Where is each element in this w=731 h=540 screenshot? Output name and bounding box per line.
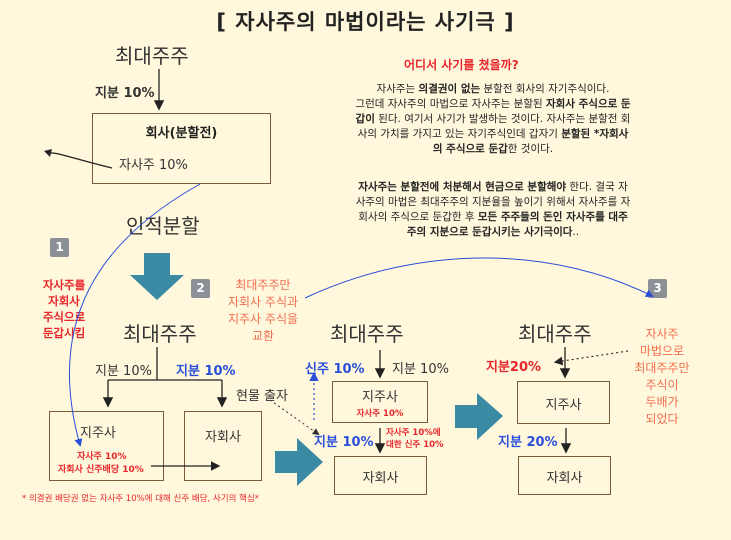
treasury-curve-arrowhead <box>44 149 52 157</box>
step3-stake-lower: 지분 20% <box>498 435 558 450</box>
middle-owner-label: 최대주주 <box>330 322 404 346</box>
step3-holding-box: 지주사 <box>517 381 610 424</box>
middle-new-shares: 신주 10% <box>305 362 365 377</box>
explain-paragraph-1: 자사주는 의결권이 없는 분할전 회사의 자기주식이다. 그런데 자사주의 마법… <box>318 82 668 157</box>
in-kind-dotted-arrow <box>269 399 320 436</box>
company-box-treasury: 자사주 10% <box>119 158 188 173</box>
step2-badge: 2 <box>191 279 210 298</box>
split-label: 인적분할 <box>126 214 200 238</box>
step3-note-line: 최대주주만 <box>634 361 690 375</box>
company-box-title: 회사(분할전) <box>145 126 218 141</box>
step2-subsidiary-box-title: 자회사 <box>205 430 241 445</box>
explain-line: 사의 가치를 가지고 있는 자기주식인데 갑자기 분할된 *자회사 <box>357 128 629 140</box>
step1-note-line: 자사주를 <box>42 278 86 292</box>
step2-owner-label: 최대주주 <box>123 322 197 346</box>
step1-blue-curve <box>68 183 201 447</box>
explain-line: 자사주는 분할전에 처분해서 현금으로 분할해야 한다. 결국 자 <box>358 181 628 193</box>
step3-note-dotted-arrow <box>553 350 629 366</box>
explain-line: 그런데 자사주의 마법으로 자사주는 분할된 자회사 주식으로 둔 <box>355 98 631 110</box>
step3-subsidiary-box: 자회사 <box>518 456 611 495</box>
explain-line: 갑이 된다. 여기서 사기가 발생하는 것이다. 자사주는 분할전 회 <box>355 113 631 125</box>
top-stake-label: 지분 10% <box>95 86 155 101</box>
in-kind-contribution-label: 현물 출자 <box>236 389 288 404</box>
explain-line: 자사주는 의결권이 없는 분할전 회사의 자기주식이다. <box>376 83 610 95</box>
step2-note-line: 최대주주만 <box>235 278 291 292</box>
step2-holding-box: 지주사 자사주 10% 자회사 신주배당 10% <box>49 411 164 481</box>
split-down-arrow <box>130 253 184 300</box>
step3-note-line: 마법으로 <box>639 344 685 358</box>
middle-new-share-note-line: 자사주 10%에 <box>386 428 441 438</box>
step2-stake-right: 지분 10% <box>176 364 236 379</box>
step3-note-line: 주식이 <box>645 378 679 392</box>
explain-paragraph-2: 자사주는 분할전에 처분해서 현금으로 분할해야 한다. 결국 자 사주의 마법… <box>318 180 668 240</box>
step2-holding-box-treasury: 자사주 10% <box>77 452 127 462</box>
middle-subsidiary-box-title: 자회사 <box>362 471 399 486</box>
top-owner-label: 최대주주 <box>115 44 189 68</box>
step3-holding-box-title: 지주사 <box>545 398 582 413</box>
middle-subsidiary-box: 자회사 <box>334 456 427 495</box>
explain-heading: 어디서 사기를 쳤을까? <box>404 58 519 72</box>
middle-stake-lower: 지분 10% <box>314 435 374 450</box>
step3-owner-label: 최대주주 <box>518 322 592 346</box>
step3-note-line: 자사주 <box>645 327 679 341</box>
middle-holding-box: 지주사 자사주 10% <box>332 381 428 423</box>
middle-holding-box-title: 지주사 <box>362 390 398 405</box>
step2-note-line: 교환 <box>251 329 275 343</box>
explain-line: 의 주식으로 둔갑한 것이다. <box>432 143 554 155</box>
step1-note-line: 주식으로 <box>42 310 86 324</box>
step1-badge: 1 <box>50 238 69 257</box>
step2-note-line: 자회사 주식과 <box>227 295 299 309</box>
step1-note-line: 자회사 <box>48 294 80 308</box>
step2-subsidiary-box: 자회사 <box>184 411 262 481</box>
step3-note-line: 되었다 <box>645 412 679 426</box>
middle-stake: 지분 10% <box>392 362 449 377</box>
stage2-to-middle-arrow <box>275 438 323 486</box>
step3-note: 자사주 마법으로 최대주주만 주식이 두배가 되었다 <box>620 326 704 428</box>
step2-holding-box-new-shares: 자회사 신주배당 10% <box>58 465 144 475</box>
company-before-split-box: 회사(분할전) 자사주 10% <box>92 113 271 184</box>
explain-line: 회사의 주식으로 둔갑한 후 모든 주주들의 돈인 자사주를 대주 <box>358 211 628 223</box>
step2-note: 최대주주만 자회사 주식과 지주사 주식을 교환 <box>213 277 313 345</box>
explain-line: 사주의 마법은 최대주주의 지분율을 높이기 위해서 자사주를 자 <box>355 196 631 208</box>
treasury-curve-line <box>47 152 113 169</box>
page-title: [ 자사주의 마법이라는 사기극 ] <box>216 10 515 34</box>
step2-note-line: 지주사 주식을 <box>227 312 299 326</box>
middle-to-stage3-arrow <box>455 393 503 440</box>
step2-holding-box-title: 지주사 <box>80 426 116 441</box>
step3-note-line: 두배가 <box>645 395 679 409</box>
explain-line: 주의 지분으로 둔갑시키는 사기극이다.. <box>406 226 580 238</box>
footnote: * 의결권 배당권 없는 자사주 10%에 대해 신주 배당, 사기의 핵심* <box>22 494 259 504</box>
middle-holding-box-treasury: 자사주 10% <box>356 409 404 419</box>
step2-stake-left: 지분 10% <box>95 364 152 379</box>
step3-stake-top: 지분20% <box>486 360 542 375</box>
middle-new-share-note-line: 대한 신주 10% <box>386 440 444 450</box>
middle-new-share-note: 자사주 10%에 대한 신주 10% <box>386 427 444 451</box>
step2-to-step3-arc <box>304 257 654 299</box>
step3-subsidiary-box-title: 자회사 <box>546 471 583 486</box>
